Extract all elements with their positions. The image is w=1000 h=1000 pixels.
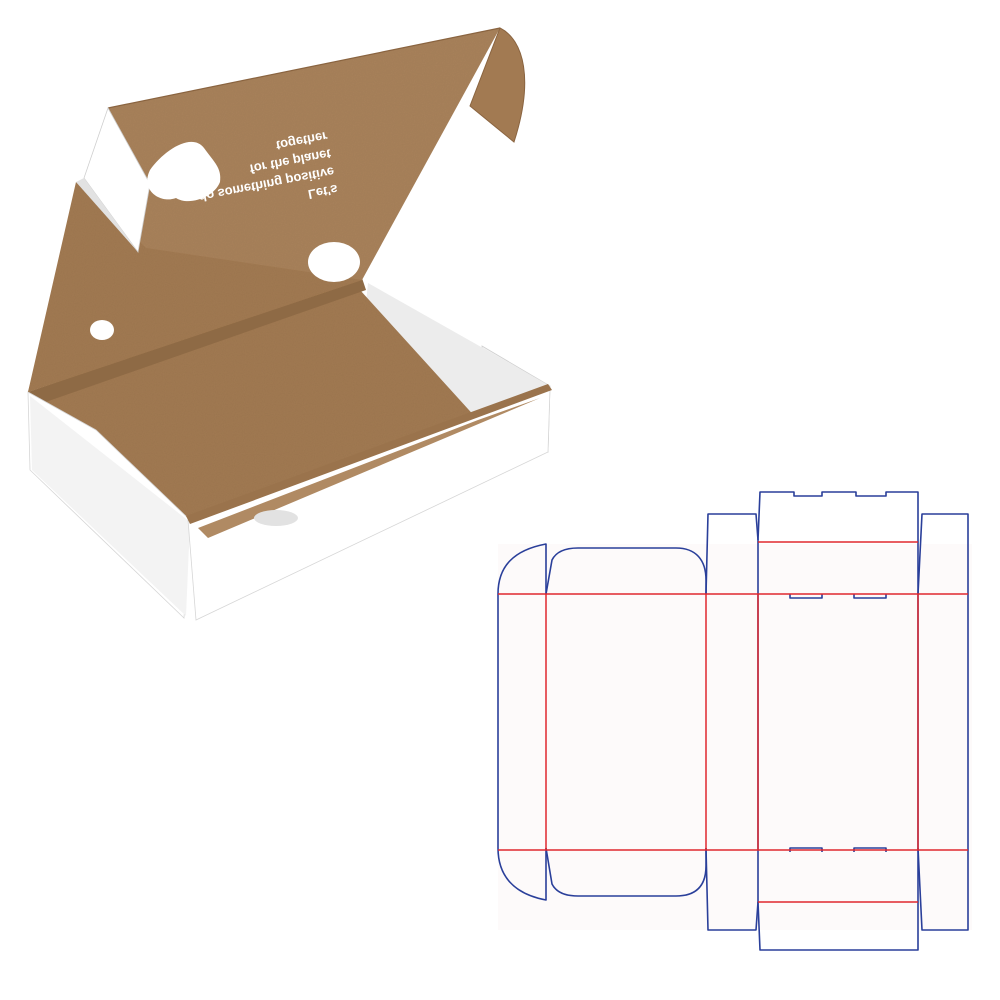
slogan-line-1: Let's [307, 182, 339, 202]
dieline-wall-left [705, 513, 759, 931]
box-floor [36, 290, 478, 528]
lid-right-ear-flap [469, 27, 526, 143]
dieline-top-tuck-flap [757, 491, 919, 541]
open-box-3d: Let's do something positive for the plan… [27, 27, 552, 621]
lid-white-spot-1 [147, 141, 221, 202]
lid-front-flap [28, 182, 362, 392]
lid-white-spot-2 [308, 242, 360, 282]
dieline-lock-tabs-top [789, 594, 887, 599]
box-inner-front-wall [198, 398, 540, 538]
lid-white-spot-3 [90, 320, 114, 340]
lid-left-ear-shade [76, 178, 138, 252]
box-bottom-cutout [254, 510, 298, 526]
lid-fold-line [107, 27, 501, 109]
dieline-side-panel-left [545, 547, 707, 897]
box-front-edge [186, 384, 552, 524]
box-inner-right-wall [360, 283, 550, 432]
dieline-wall-right [917, 513, 969, 931]
dieline-bottom-tuck-flap [757, 901, 919, 951]
dieline [497, 491, 972, 951]
box-inner-back-wall [28, 278, 366, 404]
box-left-side-shade [30, 396, 190, 616]
dieline-left-dust-flap [497, 543, 547, 901]
